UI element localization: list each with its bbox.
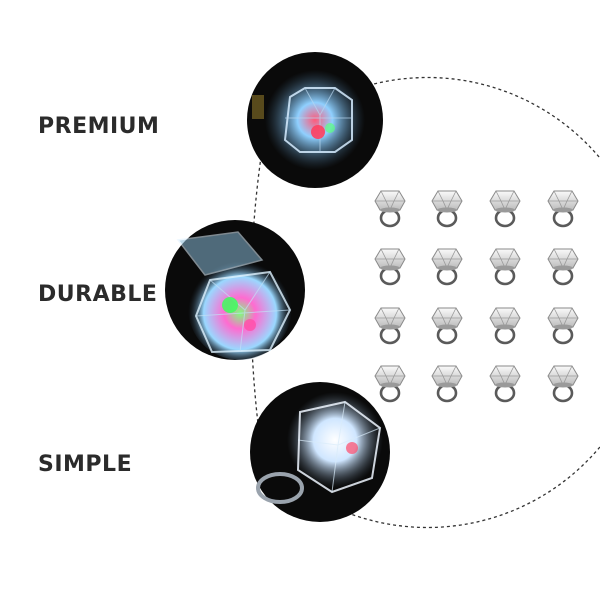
- durable-closeup-image: [165, 220, 305, 360]
- ring-product: [373, 247, 407, 286]
- ring-product: [546, 189, 580, 228]
- dashed-arc: [261, 76, 600, 529]
- ring-grid: [373, 189, 580, 403]
- ring-product: [488, 306, 522, 345]
- ring-product: [488, 364, 522, 403]
- ring-product: [488, 247, 522, 286]
- ring-product: [488, 189, 522, 228]
- ring-product: [430, 306, 464, 345]
- ring-product: [430, 364, 464, 403]
- feature-label-premium: PREMIUM: [38, 114, 160, 139]
- feature-label-durable: DURABLE: [38, 282, 158, 307]
- ring-product: [546, 247, 580, 286]
- simple-closeup-image: [250, 382, 390, 522]
- ring-product: [430, 247, 464, 286]
- ring-product: [546, 306, 580, 345]
- ring-product: [373, 364, 407, 403]
- ring-product: [430, 189, 464, 228]
- ring-product: [546, 364, 580, 403]
- ring-product: [373, 189, 407, 228]
- feature-label-simple: SIMPLE: [38, 452, 133, 477]
- ring-product: [373, 306, 407, 345]
- premium-closeup-image: [247, 52, 383, 188]
